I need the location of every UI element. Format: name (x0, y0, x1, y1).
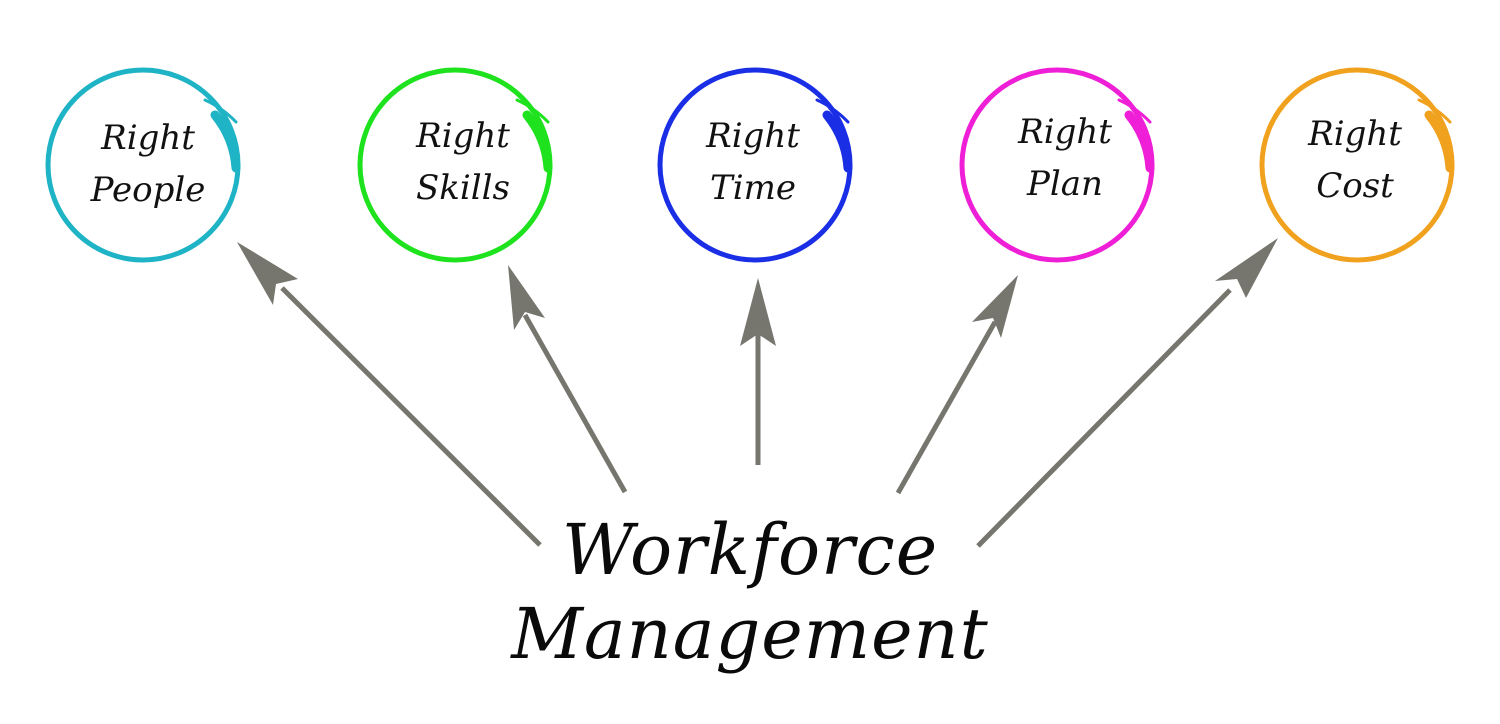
node-label-time-line1: Right (706, 116, 800, 156)
arrow-to-people (237, 242, 542, 547)
node-circle-cost (1259, 67, 1455, 263)
node-label-plan-line2: Plan (1027, 164, 1103, 204)
node-circle-people (45, 67, 241, 263)
node-label-people-line2: People (90, 170, 206, 210)
node-circle-plan (959, 67, 1155, 263)
node-circle-time (657, 67, 853, 263)
center-title-line1: Workforce (561, 509, 939, 591)
node-label-cost-line1: Right (1308, 114, 1402, 154)
node-label-cost-line2: Cost (1316, 166, 1394, 206)
node-label-time-line2: Time (710, 168, 796, 208)
node-label-people-line1: Right (101, 118, 195, 158)
arrow-to-cost (976, 238, 1278, 548)
node-label-cost: Right Cost (1260, 108, 1450, 212)
node-label-time: Right Time (658, 110, 848, 214)
center-title-line2: Management (511, 593, 989, 675)
center-title: Workforce Management (470, 508, 1030, 676)
arrow-to-time (740, 278, 776, 465)
node-label-people: Right People (53, 112, 243, 216)
node-circle-skills (357, 67, 553, 263)
node-label-skills-line1: Right (416, 116, 510, 156)
node-label-skills: Right Skills (368, 110, 558, 214)
node-label-skills-line2: Skills (416, 168, 510, 208)
node-label-plan-line1: Right (1018, 112, 1112, 152)
arrow-to-skills (508, 265, 628, 494)
node-label-plan: Right Plan (970, 106, 1160, 210)
arrow-to-plan (895, 275, 1018, 495)
